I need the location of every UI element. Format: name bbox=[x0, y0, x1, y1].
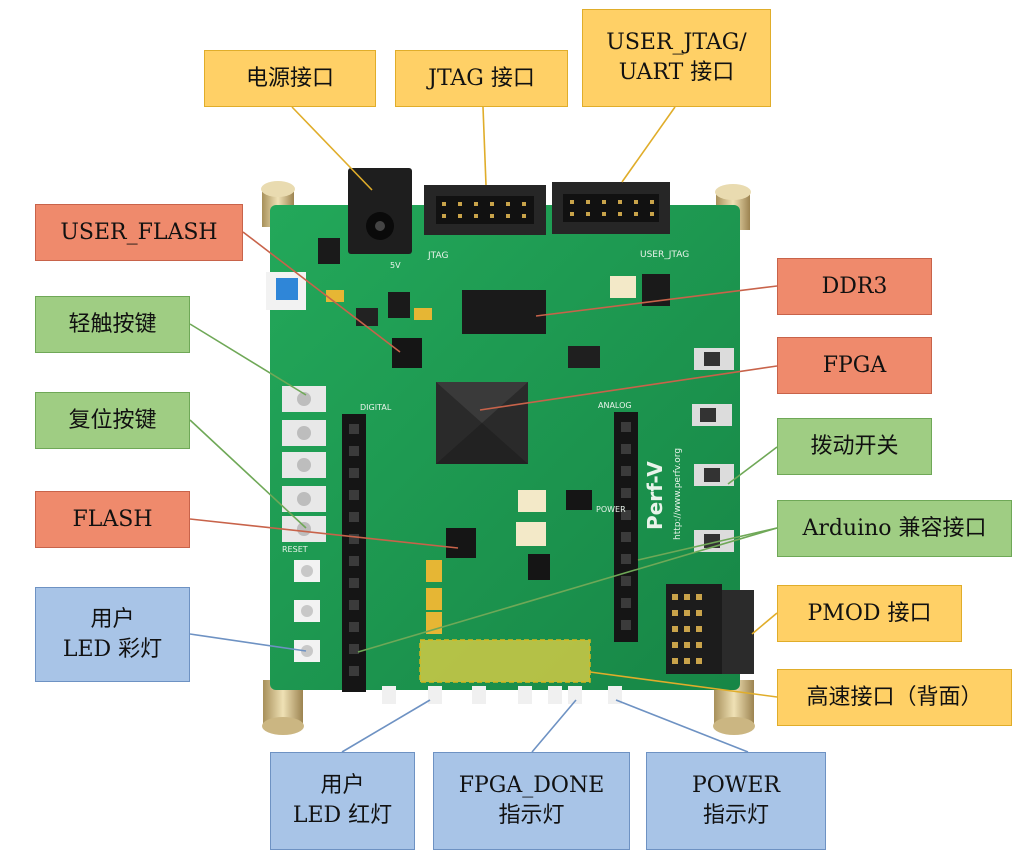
label-tact-switch-text: 轻触按键 bbox=[68, 311, 157, 337]
silk-digital: DIGITAL bbox=[360, 403, 392, 412]
standoff-bottom-right bbox=[713, 680, 755, 735]
silk-analog: ANALOG bbox=[598, 401, 632, 410]
silk-5v: 5V bbox=[390, 261, 401, 270]
label-dip-switch-text: 拨动开关 bbox=[810, 433, 899, 459]
silk-url: http://www.perfv.org bbox=[673, 448, 683, 540]
jtag-header bbox=[424, 185, 546, 235]
arduino-header-right bbox=[614, 412, 638, 642]
flash-chip bbox=[446, 528, 476, 558]
pmod-connector bbox=[666, 584, 754, 674]
ddr3-chip bbox=[462, 290, 546, 334]
label-jtag-port: JTAG 接口 bbox=[395, 50, 568, 107]
label-fpga-done-line1: FPGA_DONE bbox=[458, 773, 605, 799]
label-user-red-led-line2: LED 红灯 bbox=[292, 803, 393, 828]
label-user-rgb-led-line2: LED 彩灯 bbox=[62, 636, 163, 662]
label-power-led-line2: 指示灯 bbox=[702, 803, 769, 828]
dip-switches bbox=[692, 348, 734, 552]
label-user-flash-text: USER_FLASH bbox=[60, 219, 218, 245]
label-user-red-led: 用户 LED 红灯 bbox=[270, 752, 415, 850]
label-user-rgb-led: 用户 LED 彩灯 bbox=[35, 587, 190, 682]
bottom-leds bbox=[382, 686, 622, 704]
label-fpga-done: FPGA_DONE 指示灯 bbox=[433, 752, 630, 850]
silk-jtag: JTAG bbox=[427, 251, 448, 261]
label-power-port: 电源接口 bbox=[204, 50, 376, 107]
label-arduino: Arduino 兼容接口 bbox=[777, 500, 1012, 557]
arduino-header-left bbox=[342, 414, 366, 692]
label-highspeed: 高速接口（背面） bbox=[777, 669, 1012, 726]
standoff-bottom-left bbox=[262, 680, 304, 735]
label-user-flash: USER_FLASH bbox=[35, 204, 243, 261]
label-flash-text: FLASH bbox=[72, 506, 153, 532]
regulator-chip bbox=[318, 238, 340, 264]
label-user-jtag-uart: USER_JTAG/ UART 接口 bbox=[582, 9, 771, 107]
highspeed-interface-area bbox=[419, 639, 591, 683]
label-power-led: POWER 指示灯 bbox=[646, 752, 826, 850]
label-pmod-text: PMOD 接口 bbox=[807, 600, 932, 626]
silk-power: POWER bbox=[596, 505, 626, 514]
label-ddr3-text: DDR3 bbox=[821, 273, 888, 299]
label-user-jtag-uart-line2: UART 接口 bbox=[618, 60, 735, 85]
label-flash: FLASH bbox=[35, 491, 190, 548]
label-jtag-port-text: JTAG 接口 bbox=[428, 65, 535, 91]
label-highspeed-text: 高速接口（背面） bbox=[806, 684, 983, 710]
silk-user-jtag: USER_JTAG bbox=[640, 250, 689, 260]
label-user-rgb-led-line1: 用户 bbox=[90, 606, 135, 632]
label-pmod: PMOD 接口 bbox=[777, 585, 962, 642]
label-fpga: FPGA bbox=[777, 337, 932, 394]
user-flash-ic bbox=[392, 338, 422, 368]
label-reset-button-text: 复位按键 bbox=[68, 407, 157, 433]
label-fpga-done-line2: 指示灯 bbox=[498, 803, 565, 828]
label-fpga-text: FPGA bbox=[822, 352, 887, 378]
power-jack bbox=[348, 168, 412, 254]
tact-buttons bbox=[282, 386, 326, 542]
label-reset-button: 复位按键 bbox=[35, 392, 190, 449]
label-dip-switch: 拨动开关 bbox=[777, 418, 932, 475]
label-arduino-text: Arduino 兼容接口 bbox=[802, 515, 987, 541]
label-power-led-line1: POWER bbox=[691, 773, 781, 799]
rgb-leds bbox=[294, 560, 320, 662]
silk-reset: RESET bbox=[282, 545, 308, 554]
label-power-port-text: 电源接口 bbox=[245, 65, 334, 91]
label-user-red-led-line1: 用户 bbox=[320, 773, 365, 799]
leader-lines bbox=[189, 106, 778, 753]
silk-brand: Perf-V bbox=[643, 461, 667, 530]
user-flash-chip bbox=[356, 308, 378, 326]
user-jtag-header bbox=[552, 182, 670, 234]
label-ddr3: DDR3 bbox=[777, 258, 932, 315]
regulator-chip-2 bbox=[388, 292, 410, 318]
label-user-jtag-uart-line1: USER_JTAG/ bbox=[606, 30, 747, 56]
label-tact-switch: 轻触按键 bbox=[35, 296, 190, 353]
